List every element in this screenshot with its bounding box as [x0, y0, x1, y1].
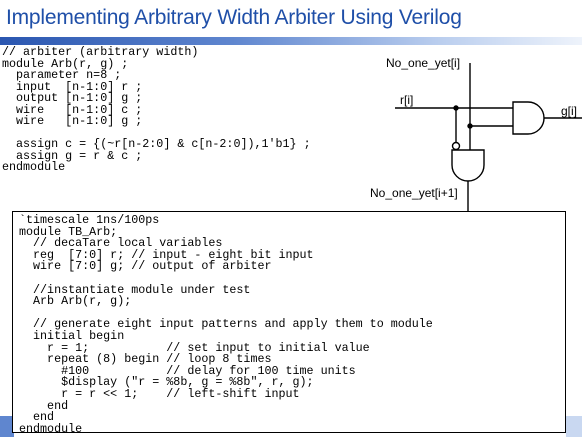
- label-r-i: r[i]: [400, 93, 414, 107]
- label-no-one-yet-i-plus-1: No_one_yet[i+1]: [370, 186, 458, 200]
- slide-title: Implementing Arbitrary Width Arbiter Usi…: [6, 6, 462, 29]
- label-no-one-yet-i: No_one_yet[i]: [386, 56, 461, 70]
- testbench-verilog-code: `timescale 1ns/100ps module TB_Arb; // d…: [19, 213, 433, 436]
- wire-no-one-yet-to-and1: [469, 98, 513, 127]
- footer-accent-right: [566, 416, 582, 437]
- label-g-i: g[i]: [561, 104, 578, 118]
- inverter-bubble: [451, 141, 461, 151]
- arbiter-verilog-code: // arbiter (arbitrary width) module Arb(…: [2, 45, 311, 175]
- and-gate-no-one-yet: [451, 149, 485, 182]
- footer-accent-left: [0, 416, 14, 437]
- title-underline-bar: [0, 37, 582, 45]
- testbench-code-box: `timescale 1ns/100ps module TB_Arb; // d…: [12, 211, 566, 436]
- and-gate-grant: [512, 101, 545, 135]
- arbiter-cell-circuit-diagram: [395, 63, 582, 213]
